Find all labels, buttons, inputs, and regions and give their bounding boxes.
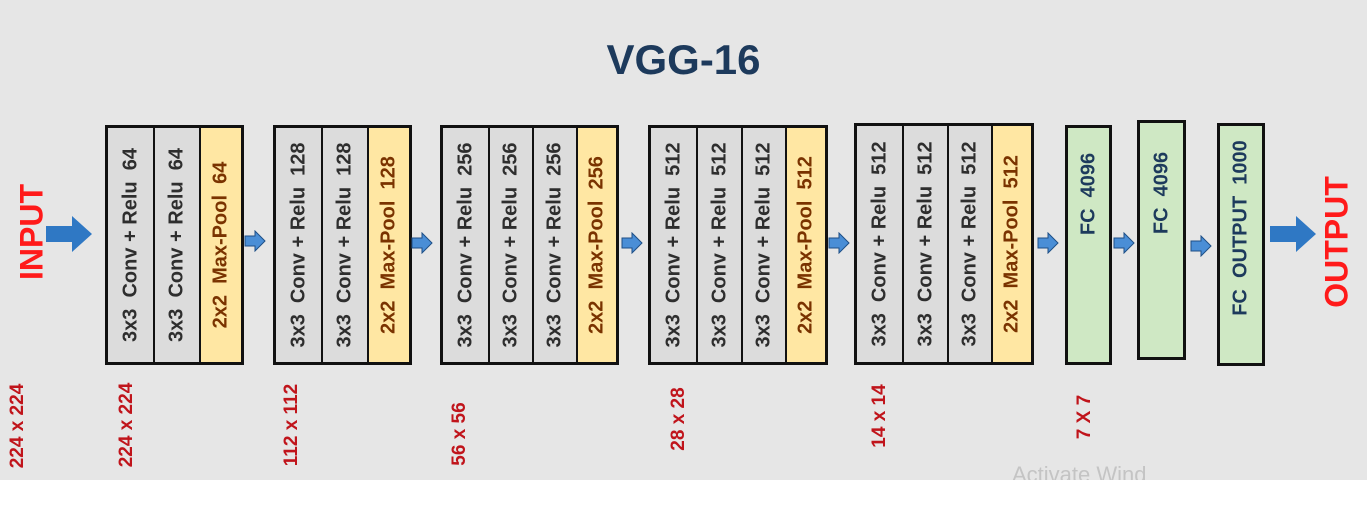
layer-label: 3x3 Conv + Relu 256 xyxy=(499,142,522,348)
conv-block-4: 3x3 Conv + Relu 512 3x3 Conv + Relu 512 … xyxy=(648,125,828,365)
output-label: OUTPUT xyxy=(1318,176,1355,308)
conv-block-5: 3x3 Conv + Relu 512 3x3 Conv + Relu 512 … xyxy=(854,123,1034,365)
layer-label: 3x3 Conv + Relu 512 xyxy=(708,142,730,348)
vgg16-diagram: VGG-16 INPUT OUTPUT 224 x 224 3x3 Conv +… xyxy=(0,0,1367,480)
arrow-icon xyxy=(1037,232,1059,254)
fc-cell: FC 4096 xyxy=(1140,123,1183,357)
layer-label: 3x3 Conv + Relu 512 xyxy=(958,141,981,347)
fc-cell: FC OUTPUT 1000 xyxy=(1220,126,1262,363)
arrow-icon xyxy=(244,230,266,252)
layer-label: 3x3 Conv + Relu 512 xyxy=(662,142,684,348)
arrow-icon xyxy=(1190,235,1212,257)
conv-layer: 3x3 Conv + Relu 256 xyxy=(532,128,576,362)
input-arrow xyxy=(46,216,92,252)
fc-layer-1: FC 4096 xyxy=(1065,125,1112,365)
arrow-icon xyxy=(621,232,643,254)
conv-layer: 3x3 Conv + Relu 512 xyxy=(651,128,696,362)
layer-label: 3x3 Conv + Relu 512 xyxy=(868,141,890,347)
size-label: 224 x 224 xyxy=(116,382,137,468)
maxpool-layer: 2x2 Max-Pool 512 xyxy=(785,128,825,362)
conv-layer: 3x3 Conv + Relu 512 xyxy=(857,126,902,362)
layer-label: 3x3 Conv + Relu 128 xyxy=(287,142,309,348)
size-label: 112 x 112 xyxy=(281,383,302,467)
diagram-title: VGG-16 xyxy=(606,36,761,83)
maxpool-layer: 2x2 Max-Pool 512 xyxy=(991,126,1031,362)
layer-label: 2x2 Max-Pool 512 xyxy=(1000,155,1023,333)
conv-layer: 3x3 Conv + Relu 128 xyxy=(321,128,367,362)
conv-layer: 3x3 Conv + Relu 256 xyxy=(443,128,488,362)
layer-label: FC OUTPUT 1000 xyxy=(1229,140,1252,316)
conv-layer: 3x3 Conv + Relu 512 xyxy=(696,128,741,362)
conv-layer: 3x3 Conv + Relu 64 xyxy=(108,128,153,362)
maxpool-layer: 2x2 Max-Pool 256 xyxy=(576,128,616,362)
arrow-icon xyxy=(828,232,850,254)
size-label: 28 x 28 xyxy=(668,387,689,451)
layer-label: 2x2 Max-Pool 128 xyxy=(377,156,400,334)
size-label: 14 x 14 xyxy=(869,384,890,448)
conv-block-2: 3x3 Conv + Relu 128 3x3 Conv + Relu 128 … xyxy=(273,125,412,365)
input-label: INPUT xyxy=(13,184,50,280)
conv-layer: 3x3 Conv + Relu 128 xyxy=(276,128,321,362)
layer-label: 2x2 Max-Pool 64 xyxy=(209,161,232,329)
layer-label: 3x3 Conv + Relu 256 xyxy=(543,142,566,348)
fc-cell: FC 4096 xyxy=(1068,128,1109,362)
layer-label: 3x3 Conv + Relu 512 xyxy=(914,141,936,347)
conv-block-3: 3x3 Conv + Relu 256 3x3 Conv + Relu 256 … xyxy=(440,125,619,365)
layer-label: 3x3 Conv + Relu 128 xyxy=(333,142,356,348)
conv-layer: 3x3 Conv + Relu 256 xyxy=(488,128,532,362)
output-arrow xyxy=(1270,216,1316,252)
layer-label: FC 4096 xyxy=(1077,152,1099,235)
layer-label: 3x3 Conv + Relu 64 xyxy=(165,148,188,342)
layer-label: FC 4096 xyxy=(1150,152,1172,235)
conv-layer: 3x3 Conv + Relu 512 xyxy=(947,126,991,362)
conv-layer: 3x3 Conv + Relu 512 xyxy=(902,126,947,362)
conv-layer: 3x3 Conv + Relu 64 xyxy=(153,128,199,362)
conv-layer: 3x3 Conv + Relu 512 xyxy=(741,128,785,362)
maxpool-layer: 2x2 Max-Pool 64 xyxy=(199,128,241,362)
conv-block-1: 3x3 Conv + Relu 64 3x3 Conv + Relu 64 2x… xyxy=(105,125,244,365)
watermark: Activate Wind xyxy=(1012,462,1147,480)
fc-output-layer: FC OUTPUT 1000 xyxy=(1217,123,1265,366)
arrow-icon xyxy=(1113,232,1135,254)
input-size-label: 224 x 224 xyxy=(7,383,28,469)
size-label: 7 X 7 xyxy=(1074,394,1095,440)
layer-label: 2x2 Max-Pool 256 xyxy=(585,156,608,334)
size-label: 56 x 56 xyxy=(449,402,470,466)
maxpool-layer: 2x2 Max-Pool 128 xyxy=(367,128,409,362)
arrow-icon xyxy=(411,232,433,254)
layer-label: 3x3 Conv + Relu 64 xyxy=(119,148,141,342)
layer-label: 3x3 Conv + Relu 256 xyxy=(454,142,476,348)
fc-layer-2: FC 4096 xyxy=(1137,120,1186,360)
layer-label: 2x2 Max-Pool 512 xyxy=(794,156,817,334)
layer-label: 3x3 Conv + Relu 512 xyxy=(752,142,775,348)
